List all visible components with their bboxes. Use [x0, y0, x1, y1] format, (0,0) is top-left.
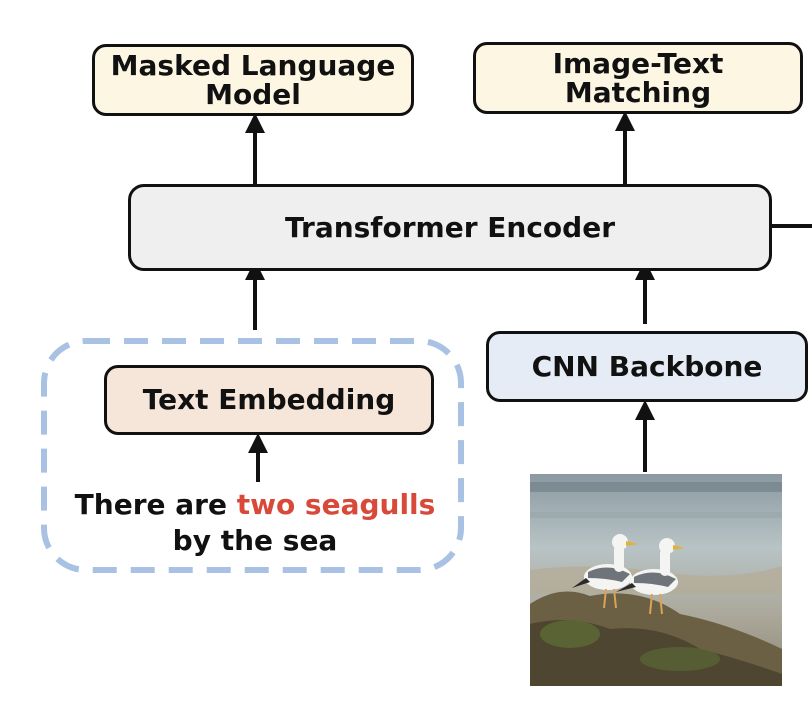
image-text-matching-label: Image-Text Matching — [552, 46, 724, 109]
seagull-right-icon — [616, 538, 685, 615]
seagulls-photo — [530, 474, 782, 686]
masked-language-model-label: Masked Language Model — [110, 48, 396, 111]
caption-text-start: There are — [74, 488, 237, 521]
text-input-group — [41, 338, 464, 573]
image-text-matching-box: Image-Text Matching — [473, 42, 803, 114]
cnn-backbone-label: CNN Backbone — [531, 349, 763, 383]
input-caption: There are two seagulls by the sea — [60, 487, 450, 559]
text-embedding-box: Text Embedding — [104, 365, 434, 435]
text-embedding-label: Text Embedding — [142, 383, 396, 417]
transformer-encoder-label: Transformer Encoder — [284, 210, 615, 244]
caption-highlight: two seagulls — [236, 488, 436, 521]
transformer-encoder-box: Transformer Encoder — [128, 184, 772, 271]
masked-language-model-box: Masked Language Model — [92, 44, 414, 116]
seagull-left-icon — [572, 534, 638, 609]
cnn-backbone-box: CNN Backbone — [486, 331, 808, 402]
caption-line-1: There are two seagulls — [60, 487, 450, 523]
caption-text-end: by the sea — [172, 524, 338, 557]
